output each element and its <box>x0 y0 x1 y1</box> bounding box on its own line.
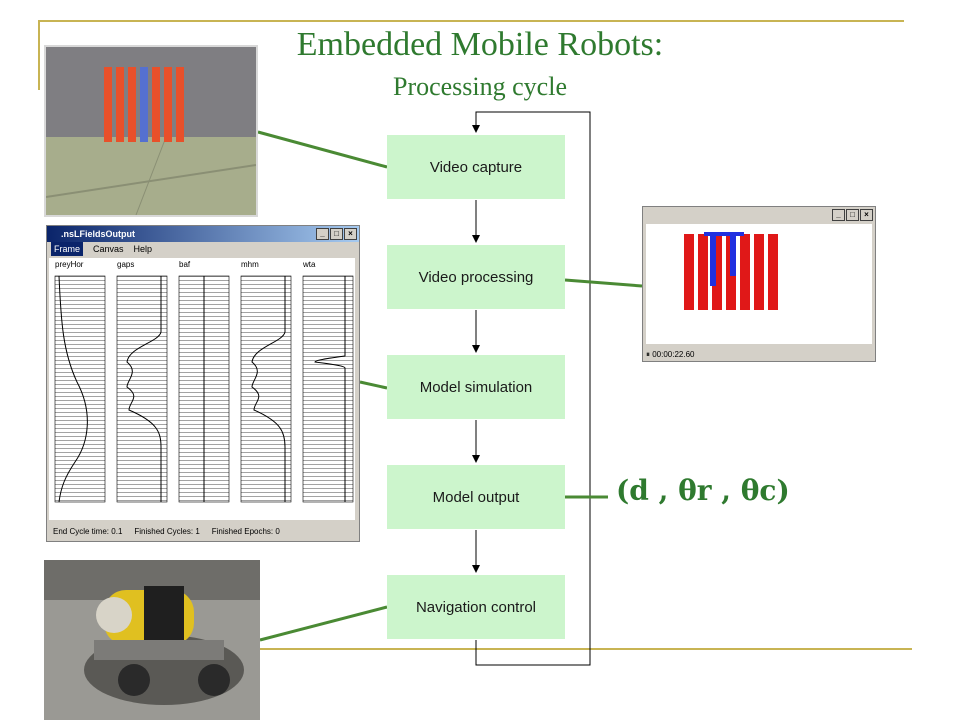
minimize-button[interactable]: _ <box>316 228 329 240</box>
field-plots <box>54 275 354 503</box>
connector-simulation-window <box>359 380 388 390</box>
robot-photo <box>44 560 260 720</box>
video-capture-box: Video capture <box>387 135 565 199</box>
menu-help[interactable]: Help <box>133 244 153 254</box>
video-timestamp: 00:00:22.60 <box>652 350 695 359</box>
menu-canvas[interactable]: Canvas <box>93 244 124 254</box>
video-maximize-button[interactable]: □ <box>846 209 859 221</box>
maximize-button[interactable]: □ <box>330 228 343 240</box>
end-cycle-value: 0.1 <box>111 527 123 536</box>
fields-canvas: preyHor gaps baf mhm wta <box>49 258 355 520</box>
column-label-wta: wta <box>303 260 316 269</box>
slide-title: Embedded Mobile Robots: <box>296 26 664 63</box>
fields-window-title: .nsLFieldsOutput <box>61 229 135 239</box>
slide-subtitle: Processing cycle <box>392 72 567 101</box>
top-frame-line <box>38 20 904 22</box>
finished-epochs-label: Finished Epochs: <box>211 527 274 536</box>
menu-frame[interactable]: Frame <box>51 242 84 256</box>
output-tuple-text: (d , θr , θc) <box>616 474 790 507</box>
connector-navigation-photo <box>259 605 388 642</box>
video-status-bar: ⏸ 00:00:22.60 <box>646 350 695 360</box>
video-close-button[interactable]: × <box>860 209 873 221</box>
column-label-baf: baf <box>179 260 191 269</box>
pause-icon[interactable]: ⏸ <box>646 350 650 359</box>
column-label-mhm: mhm <box>241 260 259 269</box>
finished-cycles-label: Finished Cycles: <box>134 527 194 536</box>
video-processing-box: Video processing <box>387 245 565 309</box>
video-minimize-button[interactable]: _ <box>832 209 845 221</box>
camera-view-photo <box>44 45 258 217</box>
video-processing-window: _ □ × ⏸ 00:00:22.60 <box>642 206 876 362</box>
fields-status-bar: End Cycle time: 0.1 Finished Cycles: 1 F… <box>47 523 359 541</box>
close-button[interactable]: × <box>344 228 357 240</box>
model-output-box: Model output <box>387 465 565 529</box>
bottom-frame-line <box>258 648 912 650</box>
finished-cycles-value: 1 <box>195 527 200 536</box>
fields-output-window: .nsLFieldsOutput _ □ × Frame Canvas Help… <box>46 225 360 542</box>
navigation-control-box: Navigation control <box>387 575 565 639</box>
connector-capture-photo <box>257 130 388 169</box>
processed-frame <box>646 224 872 344</box>
model-simulation-box: Model simulation <box>387 355 565 419</box>
connector-processing-window <box>564 278 643 288</box>
feedback-loop-line <box>472 111 591 666</box>
output-tuple: (d , θr , θc) <box>616 474 790 507</box>
finished-epochs-value: 0 <box>275 527 280 536</box>
column-label-preyhor: preyHor <box>55 260 84 269</box>
column-label-gaps: gaps <box>117 260 135 269</box>
end-cycle-label: End Cycle time: <box>53 527 110 536</box>
left-frame-line <box>38 20 40 90</box>
